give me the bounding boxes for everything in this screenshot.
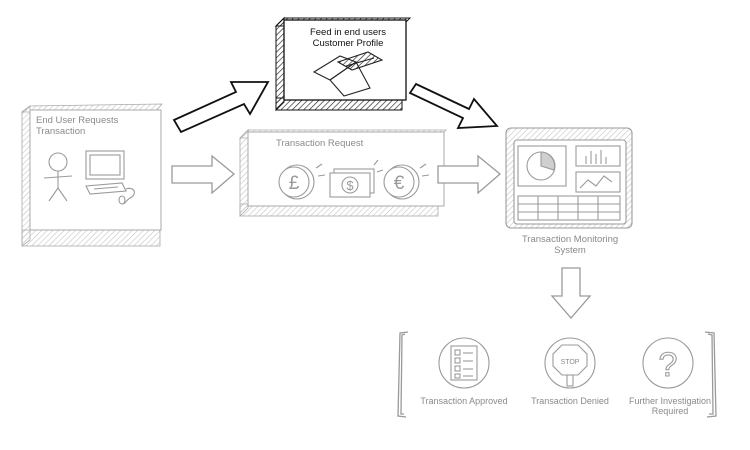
pound-coin-icon	[278, 163, 326, 200]
outcomes-bracket-left	[397, 331, 409, 418]
stop-sign-text: STOP	[561, 359, 580, 366]
end-user-label: End User Requests Transaction	[36, 115, 119, 138]
outcome-investigation-line1: Further Investigation	[628, 396, 712, 406]
arrow-right-1	[171, 154, 236, 195]
transaction-request-label: Transaction Request	[276, 138, 364, 149]
euro-coin-icon	[383, 163, 430, 200]
monitoring-label-line1: Transaction Monitoring	[521, 234, 619, 245]
profile-feed-label: Feed in end users Customer Profile	[296, 27, 400, 50]
end-user-box	[20, 103, 163, 247]
computer-icon	[85, 150, 135, 205]
end-user-label-line1: End User Requests	[36, 115, 119, 126]
arrow-down	[550, 267, 592, 319]
euro-symbol: €	[394, 173, 405, 194]
outcome-investigation-line2: Required	[651, 406, 689, 417]
outcome-denied-label: Transaction Denied	[518, 396, 622, 406]
dollar-symbol: $	[346, 178, 354, 193]
stop-sign-icon	[544, 337, 596, 389]
question-mark: ?	[659, 346, 678, 384]
person-icon	[43, 152, 73, 202]
banknote-icon	[329, 159, 384, 198]
monitoring-label: Transaction Monitoring System	[500, 234, 640, 257]
arrow-up-right	[172, 81, 270, 134]
end-user-label-line2: Transaction	[36, 125, 86, 137]
outcome-investigation-label: Further Investigation Required	[620, 396, 720, 417]
checklist-icon	[438, 337, 490, 389]
customer-profile-folder-icon	[312, 51, 384, 97]
outcome-approved-line1: Transaction Approved	[420, 396, 508, 406]
profile-feed-label-line1: Feed in end users	[309, 27, 387, 38]
arrow-down-right	[408, 82, 499, 129]
outcome-approved-label: Transaction Approved	[410, 396, 518, 406]
arrow-right-2	[437, 154, 502, 195]
monitoring-label-line2: System	[554, 244, 586, 256]
profile-feed-label-line2: Customer Profile	[312, 37, 384, 49]
outcome-denied-line1: Transaction Denied	[531, 396, 609, 406]
outcomes-bracket-right	[704, 331, 717, 418]
profile-feed-box	[274, 16, 412, 112]
question-icon	[642, 337, 694, 389]
monitoring-dashboard-icon	[505, 127, 633, 229]
pound-symbol: £	[289, 173, 300, 194]
